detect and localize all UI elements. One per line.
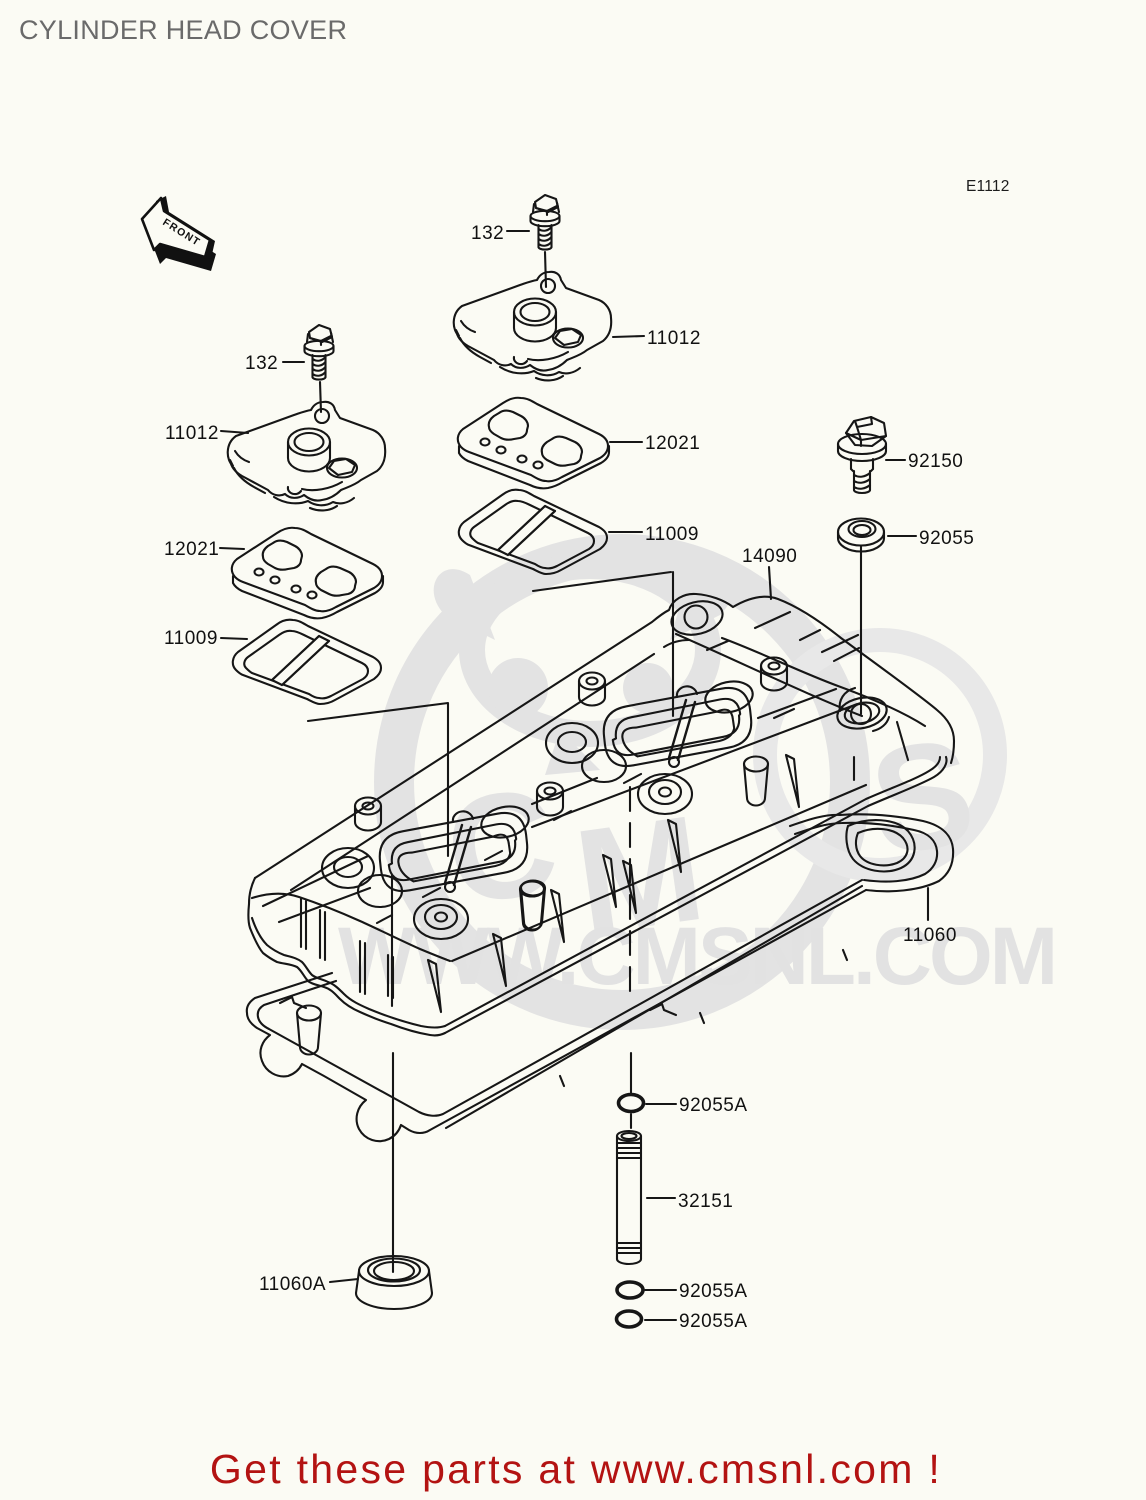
svg-text:11060: 11060: [903, 925, 957, 946]
svg-text:11009: 11009: [645, 524, 699, 545]
svg-text:11060A: 11060A: [259, 1274, 326, 1295]
svg-text:M: M: [566, 783, 713, 967]
svg-text:WWW.CMSNL.COM: WWW.CMSNL.COM: [338, 911, 1055, 1002]
svg-text:CYLINDER HEAD COVER: CYLINDER HEAD COVER: [19, 15, 347, 45]
svg-text:32151: 32151: [678, 1191, 733, 1212]
svg-text:92055A: 92055A: [679, 1281, 748, 1302]
svg-text:92055A: 92055A: [679, 1095, 748, 1116]
svg-text:11009: 11009: [164, 628, 218, 649]
svg-text:Get these parts at www.cmsnl.c: Get these parts at www.cmsnl.com !: [210, 1446, 942, 1492]
svg-text:12021: 12021: [645, 433, 700, 454]
svg-text:92055A: 92055A: [679, 1311, 748, 1332]
svg-text:92055: 92055: [919, 528, 974, 549]
svg-text:14090: 14090: [742, 546, 797, 567]
svg-text:132: 132: [245, 353, 278, 374]
svg-text:11012: 11012: [647, 328, 701, 349]
svg-text:92150: 92150: [908, 451, 963, 472]
svg-text:11012: 11012: [165, 423, 219, 444]
svg-text:C: C: [436, 755, 567, 936]
svg-text:132: 132: [471, 223, 504, 244]
svg-text:S: S: [861, 706, 983, 886]
svg-text:E1112: E1112: [966, 178, 1010, 195]
svg-text:12021: 12021: [164, 539, 219, 560]
